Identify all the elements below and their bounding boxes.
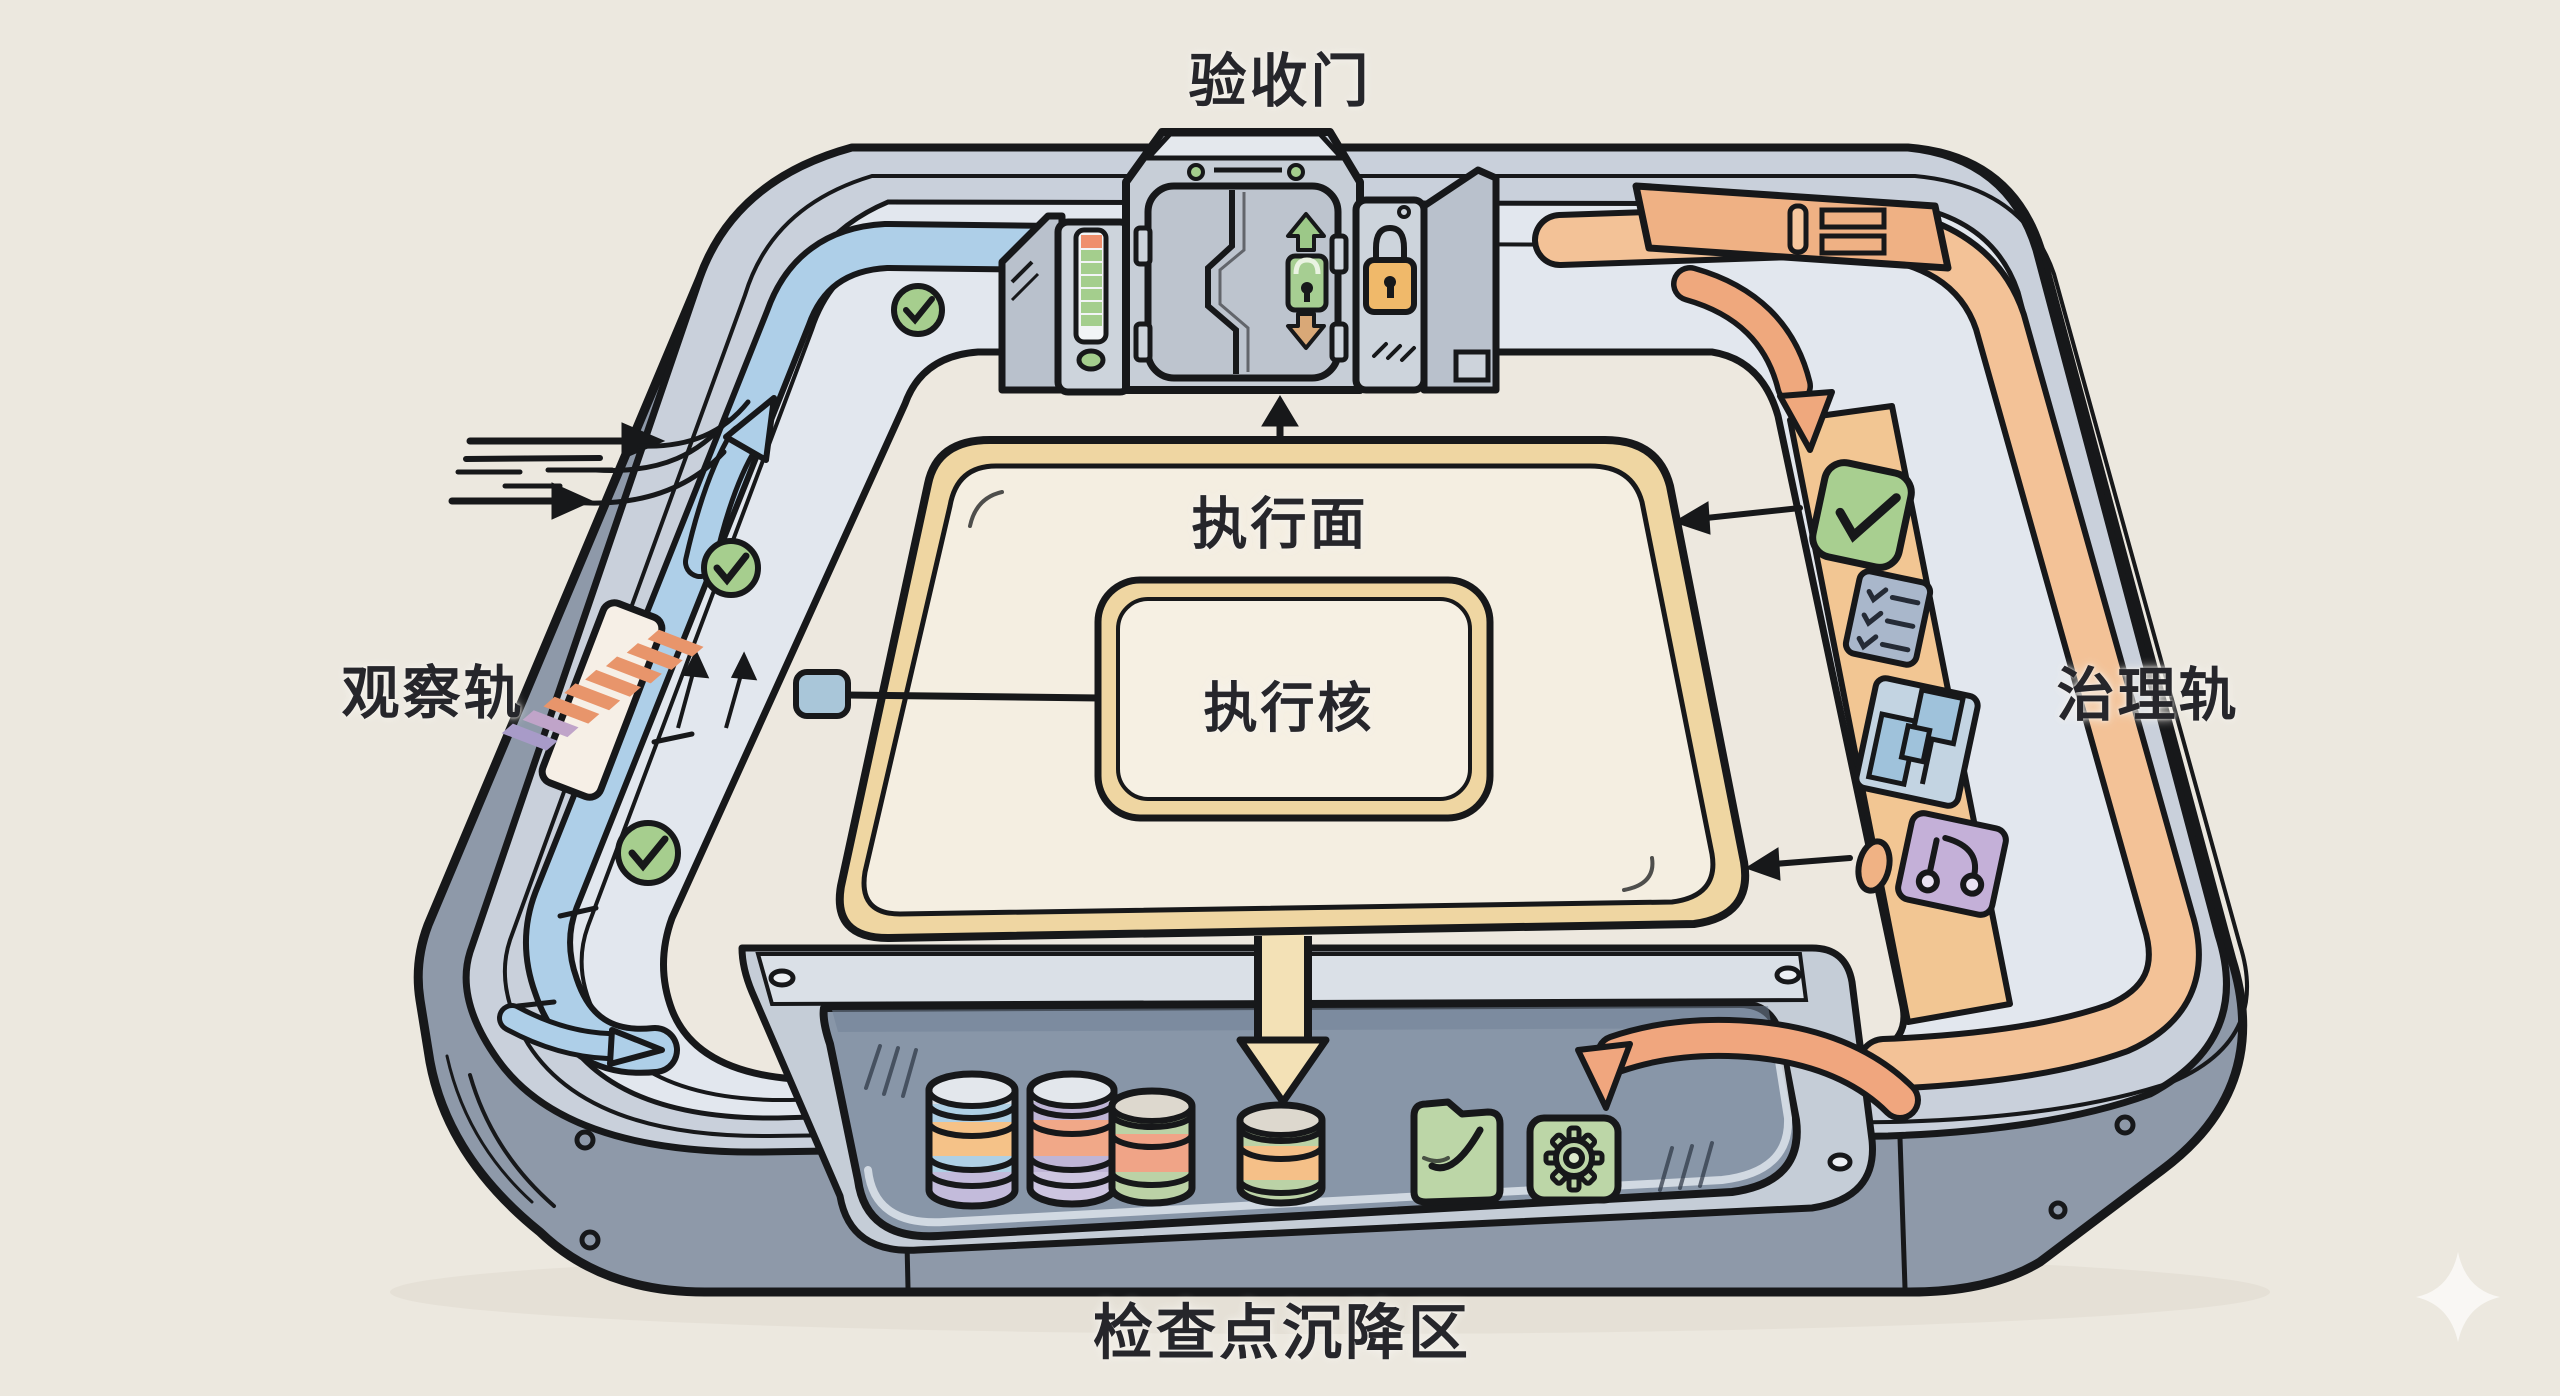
surface-checkpoint-arrow bbox=[1236, 926, 1330, 1106]
gate-led-wing bbox=[1054, 218, 1134, 396]
bolt-icon bbox=[1827, 1152, 1853, 1172]
checklist-icon bbox=[1842, 568, 1934, 668]
circuit-icon bbox=[1853, 675, 1981, 809]
gate-feed-arrow bbox=[1261, 395, 1299, 442]
bolt-icon bbox=[1774, 965, 1802, 985]
checkpoint-stack-2 bbox=[1026, 1070, 1118, 1208]
checkpoint-zone-label: 检查点沉降区 bbox=[1093, 1299, 1471, 1367]
observation-flow-arrow bbox=[683, 395, 777, 579]
approval-check-icon bbox=[1809, 459, 1915, 571]
governance-flow-arrow bbox=[1671, 265, 1835, 453]
observation-track-label: 观察轨 bbox=[341, 661, 525, 726]
checkpoint-stack-4 bbox=[1236, 1101, 1326, 1207]
checkpoint-basin bbox=[738, 944, 1876, 1254]
observation-track bbox=[497, 220, 1083, 1076]
stripe-tick-marks bbox=[515, 731, 695, 1009]
observation-exit-arrow bbox=[497, 1003, 665, 1067]
arrow-down-icon bbox=[1286, 312, 1326, 350]
gate-top-band bbox=[1142, 131, 1348, 161]
ring-outer-rail bbox=[502, 174, 2249, 1139]
acceptance-gate-label: 验收门 bbox=[1188, 49, 1372, 114]
check-circle-icon bbox=[891, 283, 945, 337]
led-segment-red bbox=[1081, 235, 1102, 248]
check-circle-icon bbox=[615, 820, 681, 886]
governance-track-label: 治理轨 bbox=[2056, 663, 2240, 728]
core-connector-line bbox=[845, 691, 1101, 702]
door-split-line bbox=[1205, 190, 1239, 374]
indicator-dot-green bbox=[1187, 163, 1205, 181]
core-connector-stub bbox=[793, 669, 851, 719]
acceptance-gate bbox=[998, 128, 1500, 396]
execution-core bbox=[1094, 576, 1494, 822]
stripe-mini-arrows bbox=[676, 649, 758, 729]
governance-top-plate bbox=[1632, 182, 1952, 272]
execution-surface-label: 执行面 bbox=[1191, 492, 1369, 556]
status-light-green bbox=[1076, 348, 1106, 372]
lock-green-icon bbox=[1285, 253, 1329, 313]
bolt-icon bbox=[768, 968, 796, 988]
door-hinges bbox=[1133, 225, 1349, 363]
bolt-icon bbox=[579, 1229, 601, 1251]
governance-checkpoint-arrow bbox=[1575, 1016, 1921, 1121]
check-circle-icon bbox=[701, 538, 761, 598]
git-branch-icon bbox=[1895, 810, 2009, 918]
governance-port bbox=[1855, 838, 1893, 894]
indicator-dot-green bbox=[1287, 163, 1305, 181]
folder-check-icon bbox=[1410, 1098, 1504, 1206]
sparkle-icon bbox=[2416, 1252, 2500, 1342]
lock-orange-icon bbox=[1363, 224, 1417, 315]
front-face-details bbox=[574, 1114, 2136, 1289]
execution-core-label: 执行核 bbox=[1203, 678, 1375, 739]
governance-track bbox=[1532, 182, 2202, 1092]
basin-corner-hatches bbox=[864, 1044, 1714, 1192]
inbound-speed-arrows bbox=[448, 399, 751, 520]
basin-light-rim bbox=[864, 1038, 1793, 1227]
gear-icon bbox=[1526, 1114, 1622, 1204]
led-segments-green bbox=[1081, 250, 1102, 326]
bolt-icon bbox=[574, 1129, 596, 1151]
execution-surface bbox=[793, 436, 1750, 942]
hatched-plate bbox=[501, 599, 704, 801]
governance-inject-arrows bbox=[1672, 501, 1853, 881]
gate-lock-wing bbox=[1352, 196, 1428, 394]
bolt-icon bbox=[2114, 1114, 2136, 1136]
bolt-icon bbox=[2048, 1200, 2068, 1220]
checkpoint-stack-1 bbox=[925, 1070, 1019, 1210]
checkpoint-stack-3 bbox=[1108, 1087, 1196, 1207]
arrow-up-icon bbox=[1286, 212, 1326, 252]
